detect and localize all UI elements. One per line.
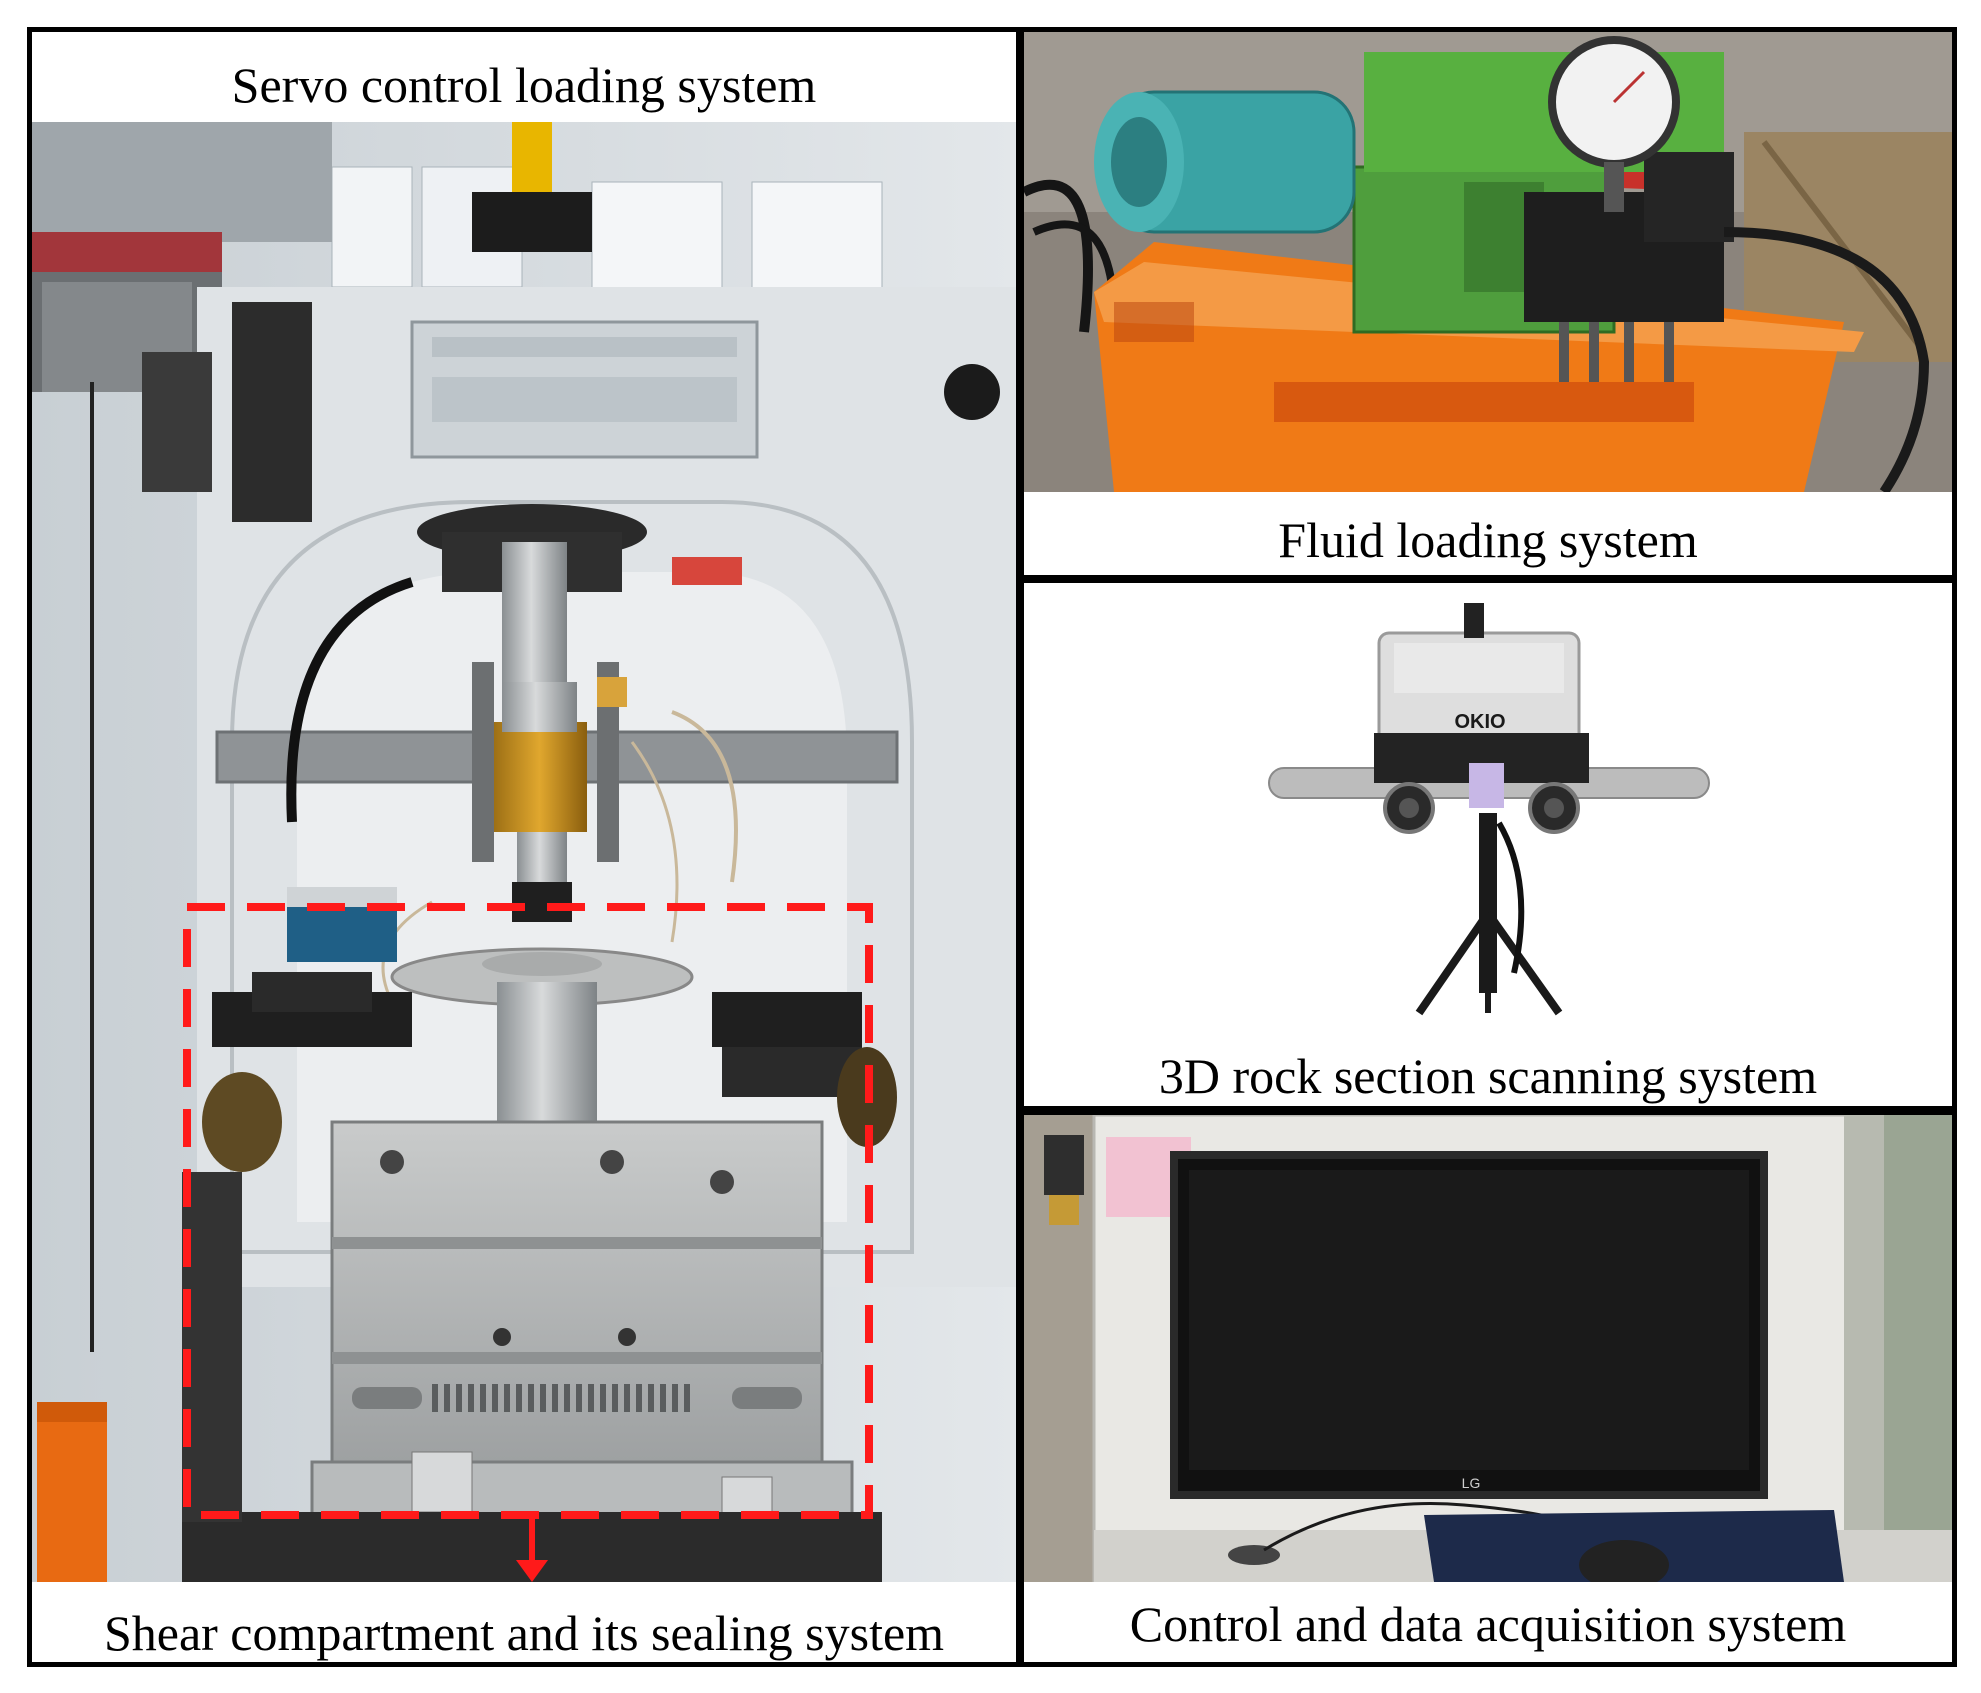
panel-scanner: OKIO 3D rock section scanning system bbox=[1019, 578, 1957, 1111]
photo-fluid-pump bbox=[1024, 32, 1952, 492]
caption-shear-compartment: Shear compartment and its sealing system bbox=[103, 1605, 945, 1661]
monitor-logo-text: LG bbox=[1462, 1475, 1481, 1491]
fluid-pump-illustration bbox=[1024, 32, 1952, 492]
scanner-illustration: OKIO bbox=[1024, 583, 1952, 1023]
panel-fluid: Fluid loading system bbox=[1019, 27, 1957, 580]
caption-servo: Servo control loading system bbox=[231, 57, 817, 113]
control-station-illustration: LG bbox=[1024, 1115, 1952, 1582]
panel-servo: Servo control loading system bbox=[27, 27, 1021, 1667]
panel-control: LG Control and data acquisition system bbox=[1019, 1110, 1957, 1667]
scanner-logo-text: OKIO bbox=[1454, 711, 1505, 733]
caption-scanner: 3D rock section scanning system bbox=[1158, 1048, 1818, 1104]
photo-control-station: LG bbox=[1024, 1115, 1952, 1582]
photo-3d-scanner: OKIO bbox=[1024, 583, 1952, 1023]
caption-control: Control and data acquisition system bbox=[1129, 1596, 1847, 1652]
caption-fluid: Fluid loading system bbox=[1278, 512, 1698, 568]
photo-servo-machine bbox=[32, 122, 1016, 1582]
servo-machine-illustration bbox=[32, 122, 1016, 1582]
